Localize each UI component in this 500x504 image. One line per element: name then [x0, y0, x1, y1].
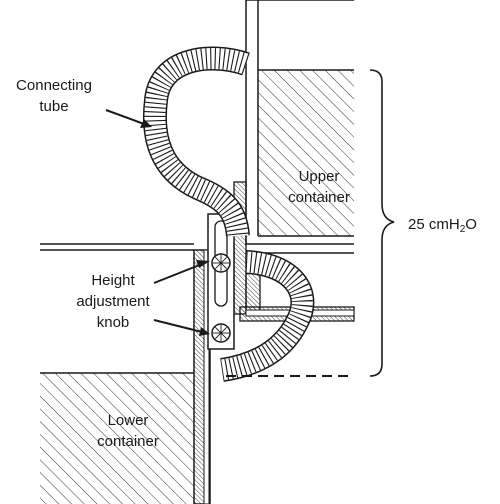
pressure-label: 25 cmH2O — [408, 214, 477, 235]
pressure-brace — [369, 69, 395, 377]
lower-container-label: Lower container — [80, 410, 176, 452]
pressure-label-suffix: O — [465, 216, 477, 233]
lower-container-wall — [193, 249, 211, 504]
upper-container-label: Upper container — [276, 166, 362, 208]
height-adjustment-knob-upper — [211, 253, 231, 273]
upper-container — [245, 0, 354, 245]
knob-label-line: adjustment — [76, 293, 150, 310]
height-adjustment-knob-lower — [211, 323, 231, 343]
upper-container-label-line: Upper — [298, 168, 340, 185]
lower-container — [40, 243, 194, 504]
connecting-tube-label-line: tube — [39, 98, 69, 115]
lower-liquid — [40, 373, 194, 504]
lower-container-label-line: container — [97, 433, 159, 450]
connecting-tube — [142, 46, 315, 382]
knob-label-line: knob — [96, 314, 130, 331]
connecting-tube-label-line: Connecting — [16, 77, 92, 94]
knob-label-line: Height — [91, 272, 135, 289]
lower-container-label-line: Lower — [107, 412, 149, 429]
pressure-label-subscript: 2 — [459, 224, 466, 235]
height-adjustment-knob-label: Height adjustment knob — [50, 270, 176, 333]
pressure-label-prefix: 25 cmH — [408, 216, 460, 233]
upper-liquid — [258, 70, 354, 236]
pointer-arrows — [105, 109, 210, 336]
upper-container-label-line: container — [288, 189, 350, 206]
connecting-tube-label: Connecting tube — [0, 75, 108, 117]
